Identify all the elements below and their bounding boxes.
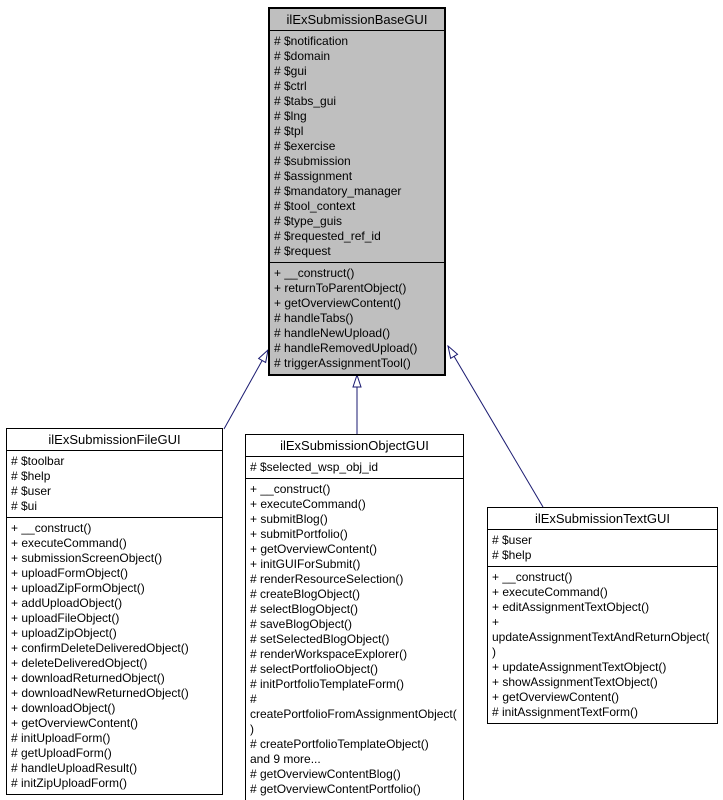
class-methods-line: # selectPortfolioObject() (250, 662, 379, 676)
class-ilExSubmissionFileGUI[interactable]: ilExSubmissionFileGUI# $toolbar# $help# … (6, 428, 223, 795)
class-title: ilExSubmissionFileGUI (7, 429, 222, 451)
class-methods-line: and 9 more... (250, 752, 321, 766)
class-methods-line: + uploadZipFormObject() (11, 581, 145, 595)
class-attributes: # $selected_wsp_obj_id (246, 457, 463, 479)
class-methods: + __construct()+ returnToParentObject()+… (270, 263, 444, 374)
class-methods-line: # renderResourceSelection() (250, 572, 404, 586)
class-methods-line: + uploadZipObject() (11, 626, 117, 640)
class-attributes-line: # $request (274, 244, 331, 258)
class-methods-line: + __construct() (250, 482, 331, 496)
class-methods: + __construct()+ executeCommand()+ submi… (246, 479, 463, 800)
class-attributes-line: # $requested_ref_id (274, 229, 381, 243)
class-attributes-line: # $tpl (274, 124, 304, 138)
class-attributes-line: # $help (492, 548, 532, 562)
class-attributes: # $notification# $domain# $gui# $ctrl# $… (270, 31, 444, 263)
class-attributes-line: # $user (492, 533, 533, 547)
class-title: ilExSubmissionObjectGUI (246, 435, 463, 457)
class-attributes-line: # $toolbar (11, 454, 65, 468)
class-methods-line: # getOverviewContentBlog() (250, 767, 401, 781)
class-attributes-line: # $domain (274, 49, 331, 63)
class-methods-line: # saveBlogObject() (250, 617, 353, 631)
class-methods-line: + addUploadObject() (11, 596, 123, 610)
class-methods-line: # initPortfolioTemplateForm() (250, 677, 405, 691)
class-methods-line: # selectBlogObject() (250, 602, 359, 616)
class-methods-line: # handleUploadResult() (11, 761, 138, 775)
class-methods-line: + getOverviewContent() (11, 716, 139, 730)
class-methods-line: + editAssignmentTextObject() (492, 600, 650, 614)
class-methods-line: + getOverviewContent() (492, 690, 620, 704)
class-methods: + __construct()+ executeCommand()+ editA… (488, 567, 717, 723)
class-ilExSubmissionObjectGUI[interactable]: ilExSubmissionObjectGUI # $selected_wsp_o… (245, 434, 464, 800)
class-attributes-line: # $lng (274, 109, 307, 123)
inheritance-arrow-textgui (448, 346, 544, 508)
class-attributes-line: # $selected_wsp_obj_id (250, 460, 379, 474)
class-attributes-line: # $exercise (274, 139, 336, 153)
class-attributes-line: # $user (11, 484, 52, 498)
class-methods-line: + executeCommand() (11, 536, 127, 550)
class-methods-line: + getOverviewContent() (250, 542, 378, 556)
class-methods-line: # createBlogObject() (250, 587, 361, 601)
class-attributes: # $toolbar# $help# $user# $ui (7, 451, 222, 518)
class-methods-line: + deleteDeliveredObject() (11, 656, 148, 670)
class-methods-line: + uploadFormObject() (11, 566, 129, 580)
class-methods-line: # handleRemovedUpload() (274, 341, 418, 355)
class-methods-line: + submitBlog() (250, 512, 328, 526)
class-methods-line: # initUploadForm() (11, 731, 111, 745)
class-attributes-line: # $gui (274, 64, 307, 78)
class-methods-line: + getOverviewContent() (274, 296, 402, 310)
inheritance-arrow-filegui (223, 350, 268, 430)
class-methods-line: + executeCommand() (492, 585, 608, 599)
class-methods-line: # initZipUploadForm() (11, 776, 128, 790)
class-methods-line: + downloadObject() (11, 701, 116, 715)
class-methods-line: + __construct() (492, 570, 573, 584)
class-methods-line: # setSelectedBlogObject() (250, 632, 390, 646)
class-attributes-line: # $ctrl (274, 79, 307, 93)
class-methods-line: # createPortfolioTemplateObject() (250, 737, 429, 751)
class-attributes-line: # $type_guis (274, 214, 343, 228)
class-methods-line: + __construct() (11, 521, 92, 535)
class-methods-line: # createPortfolioFromAssignmentObject() (250, 692, 457, 736)
class-attributes-line: # $notification (274, 34, 349, 48)
class-methods-line: + __construct() (274, 266, 355, 280)
class-ilExSubmissionBaseGUI: ilExSubmissionBaseGUI# $notification# $d… (268, 7, 446, 376)
class-methods-line: + downloadNewReturnedObject() (11, 686, 189, 700)
class-attributes-line: # $assignment (274, 169, 353, 183)
class-methods-line: # getUploadForm() (11, 746, 112, 760)
class-attributes-line: # $mandatory_manager (274, 184, 402, 198)
class-methods-line: # initAssignmentTextForm() (492, 705, 639, 719)
class-title: ilExSubmissionTextGUI (488, 508, 717, 530)
class-methods-line: + updateAssignmentTextObject() (492, 660, 667, 674)
class-methods-line: + uploadFileObject() (11, 611, 120, 625)
class-attributes-line: # $tool_context (274, 199, 356, 213)
class-attributes-line: # $submission (274, 154, 351, 168)
class-methods-line: + downloadReturnedObject() (11, 671, 165, 685)
class-methods-line: + initGUIForSubmit() (250, 557, 361, 571)
class-methods-line: + submissionScreenObject() (11, 551, 163, 565)
class-methods-line: + executeCommand() (250, 497, 366, 511)
class-methods: + __construct()+ executeCommand()+ submi… (7, 518, 222, 794)
class-methods-line: # triggerAssignmentTool() (274, 356, 411, 370)
class-ilExSubmissionTextGUI[interactable]: ilExSubmissionTextGUI# $user# $help+ __c… (487, 507, 718, 724)
class-methods-line: + updateAssignmentTextAndReturnObject() (492, 615, 710, 659)
class-methods-line: # handleTabs() (274, 311, 354, 325)
class-attributes-line: # $tabs_gui (274, 94, 337, 108)
class-attributes: # $user# $help (488, 530, 717, 567)
class-methods-line: + confirmDeleteDeliveredObject() (11, 641, 189, 655)
class-attributes-line: # $ui (11, 499, 38, 513)
class-methods-line: # handleNewUpload() (274, 326, 391, 340)
class-methods-line: + returnToParentObject() (274, 281, 407, 295)
class-methods-line: # getOverviewContentPortfolio() (250, 782, 421, 796)
class-methods-line: + showAssignmentTextObject() (492, 675, 658, 689)
class-attributes-line: # $help (11, 469, 51, 483)
class-methods-line: # renderWorkspaceExplorer() (250, 647, 408, 661)
class-title: ilExSubmissionBaseGUI (270, 9, 444, 31)
class-methods-line: + submitPortfolio() (250, 527, 348, 541)
